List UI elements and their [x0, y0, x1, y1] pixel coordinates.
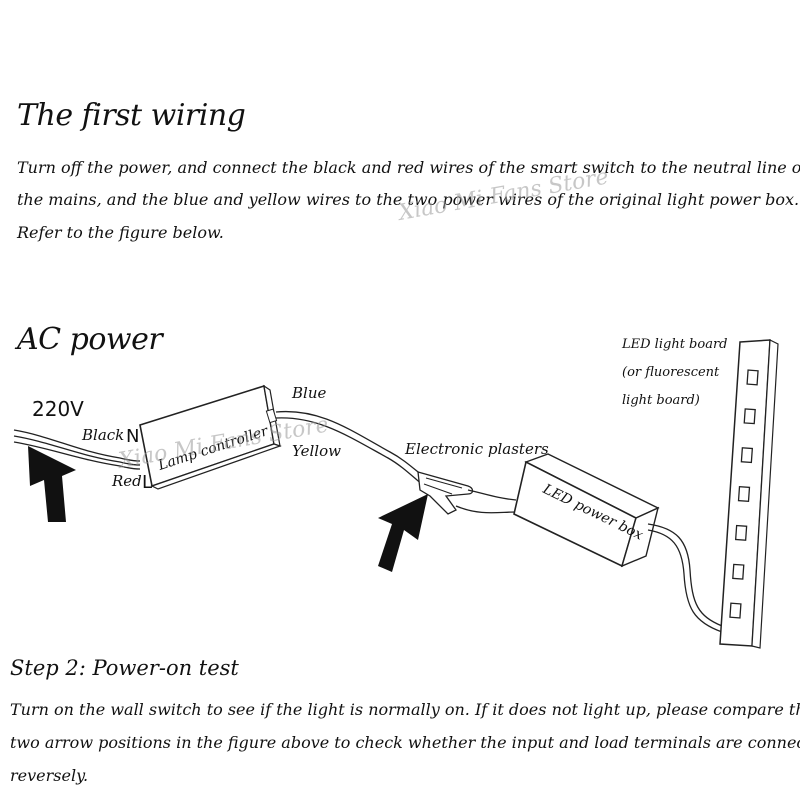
step2-title: Step 2: Power-on test [10, 656, 239, 680]
led-chip [732, 563, 745, 580]
led-chips [729, 369, 759, 619]
led-board-label-line-2: (or fluorescent [622, 365, 720, 380]
neutral-terminal-label: N [126, 426, 139, 447]
black-wire-label: Black [81, 426, 124, 444]
output-wires [275, 410, 429, 487]
plaster-to-box-wires [455, 489, 517, 514]
electronic-plasters-label: Electronic plasters [404, 440, 549, 458]
led-chip [734, 524, 748, 541]
led-chip [740, 447, 754, 464]
ac-power-title: AC power [17, 322, 163, 357]
input-arrow-icon [28, 446, 76, 522]
plaster-arrow-icon [378, 494, 428, 572]
step2-text-line-3: reversely. [10, 766, 89, 785]
led-chip [737, 485, 751, 503]
watermark-top: Xiao Mi Fans Store [395, 164, 611, 226]
yellow-wire-label: Yellow [292, 442, 341, 460]
electronic-plaster-connector [417, 471, 474, 515]
intro-text-line-2: the mains, and the blue and yellow wires… [17, 190, 800, 209]
mains-input-wires [13, 429, 141, 470]
lamp-controller-box: Lamp controller [139, 384, 282, 490]
led-light-board [719, 339, 779, 649]
led-chip [746, 369, 759, 386]
intro-text-line-3: Refer to the figure below. [17, 223, 224, 242]
live-terminal-label: L [142, 472, 152, 493]
box-to-board-wires [647, 523, 723, 633]
blue-wire-label: Blue [291, 384, 326, 402]
red-wire-label: Red [111, 472, 142, 490]
step2-text-line-1: Turn on the wall switch to see if the li… [10, 700, 800, 719]
led-board-label-line-3: light board) [622, 393, 700, 408]
led-chip [743, 408, 756, 425]
led-chip [729, 602, 742, 619]
intro-text-line-1: Turn off the power, and connect the blac… [17, 158, 800, 177]
voltage-label: 220V [32, 397, 84, 421]
led-board-label-line-1: LED light board [621, 337, 727, 352]
page-title: The first wiring [17, 98, 246, 133]
step2-text-line-2: two arrow positions in the figure above … [10, 733, 800, 752]
led-power-box: LED power box [513, 453, 660, 568]
